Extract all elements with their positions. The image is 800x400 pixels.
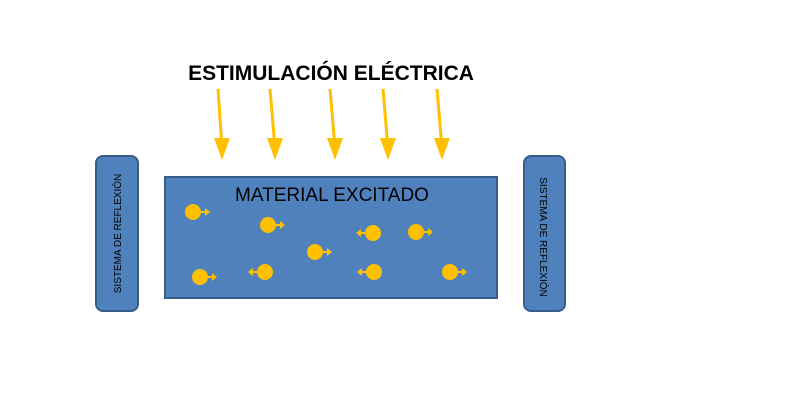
right-reflection-mirror xyxy=(523,155,566,312)
stimulation-arrow-2 xyxy=(267,88,283,160)
stimulation-arrow-3 xyxy=(327,88,343,160)
particle-3 xyxy=(192,269,217,285)
particle-8 xyxy=(357,264,382,280)
particle-4 xyxy=(356,225,381,241)
excited-material xyxy=(164,176,498,299)
particle-5 xyxy=(408,224,433,240)
left-reflection-mirror xyxy=(95,155,139,312)
left-mirror-label: SISTEMA DE REFLEXIÓN xyxy=(111,174,124,293)
particle-6 xyxy=(307,244,332,260)
particle-7 xyxy=(248,264,273,280)
particle-2 xyxy=(260,217,285,233)
material-label: MATERIAL EXCITADO xyxy=(235,185,429,206)
right-mirror-label: SISTEMA DE REFLEXIÓN xyxy=(537,177,550,296)
stimulation-arrow-1 xyxy=(214,88,230,160)
particles xyxy=(185,204,467,285)
particle-9 xyxy=(442,264,467,280)
stimulation-arrow-5 xyxy=(434,88,450,160)
particle-1 xyxy=(185,204,210,220)
stimulation-arrow-4 xyxy=(380,88,396,160)
stimulation-arrows xyxy=(214,88,450,160)
stimulation-title: ESTIMULACIÓN ELÉCTRICA xyxy=(188,61,474,85)
